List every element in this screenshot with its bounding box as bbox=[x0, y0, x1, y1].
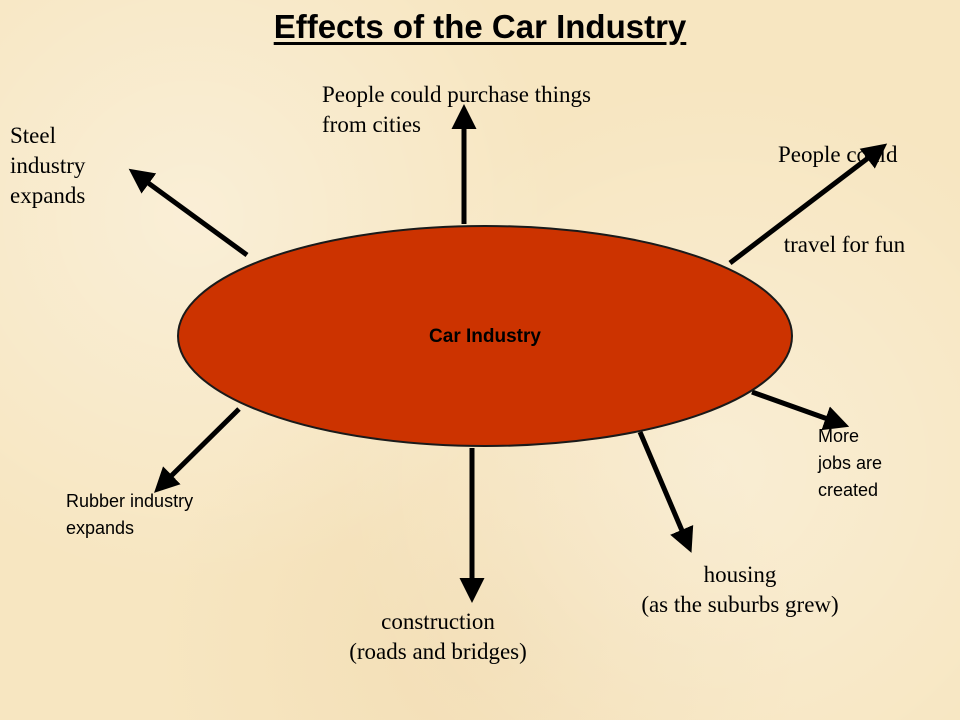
hub-label: Car Industry bbox=[429, 326, 541, 347]
effect-jobs-line-2: jobs are bbox=[818, 453, 883, 473]
effect-purchase: People could purchase things from cities bbox=[322, 80, 591, 140]
effect-housing-line-2: (as the suburbs grew) bbox=[641, 592, 839, 617]
effect-construction-line-2: (roads and bridges) bbox=[349, 639, 527, 664]
effect-steel-line-3: expands bbox=[10, 183, 86, 208]
effect-steel-line-2: industry bbox=[10, 153, 86, 178]
effect-rubber: Rubber industry expands bbox=[66, 488, 193, 542]
effect-construction: construction (roads and bridges) bbox=[300, 607, 576, 667]
page-title: Effects of the Car Industry bbox=[273, 8, 687, 45]
arrow-housing bbox=[637, 431, 694, 553]
effect-jobs-line-3: created bbox=[818, 480, 879, 500]
car-industry-hub: Car Industry bbox=[176, 224, 794, 448]
effect-travel: People could travel for fun bbox=[778, 80, 905, 290]
effect-travel-line-2: travel for fun bbox=[778, 232, 906, 257]
effect-construction-line-1: construction bbox=[381, 609, 495, 634]
arrow-rubber bbox=[154, 407, 241, 493]
arrow-jobs bbox=[751, 389, 850, 431]
arrow-travel bbox=[728, 143, 888, 265]
effect-purchase-line-2: from cities bbox=[322, 112, 421, 137]
effect-rubber-line-2: expands bbox=[66, 518, 135, 538]
effect-housing-line-1: housing bbox=[703, 562, 777, 587]
effect-steel: Steel industry expands bbox=[10, 121, 85, 211]
effect-purchase-line-1: People could purchase things bbox=[322, 82, 591, 107]
arrow-steel bbox=[128, 168, 249, 258]
hub-ellipse bbox=[177, 225, 793, 447]
effect-jobs: More jobs are created bbox=[818, 423, 882, 504]
effect-housing: housing (as the suburbs grew) bbox=[600, 560, 880, 620]
effect-steel-line-1: Steel bbox=[10, 123, 56, 148]
effect-jobs-line-1: More bbox=[818, 426, 860, 446]
effect-rubber-line-1: Rubber industry bbox=[66, 491, 194, 511]
effect-travel-line-1: People could bbox=[778, 142, 898, 167]
